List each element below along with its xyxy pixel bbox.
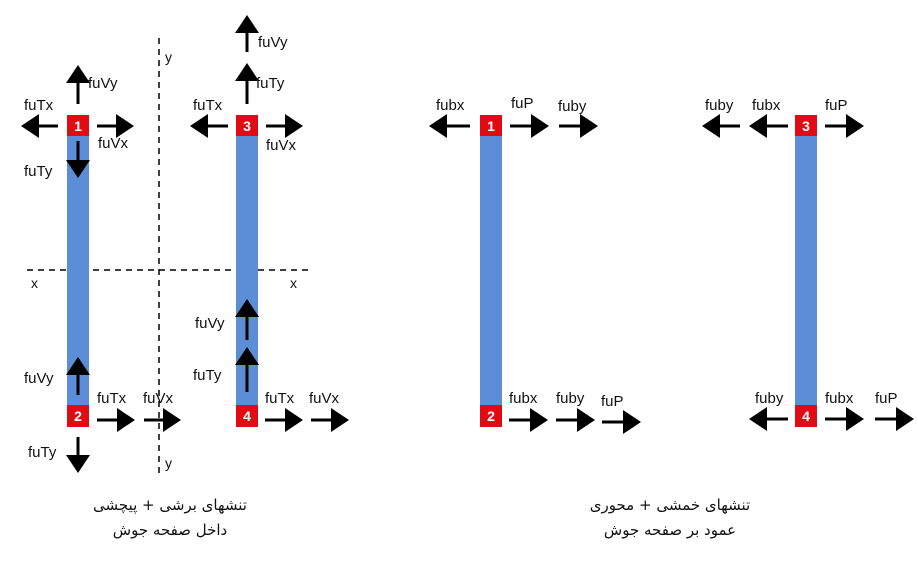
label: fuP (875, 390, 898, 407)
svg-text:3: 3 (802, 118, 810, 134)
label: fuVx (143, 390, 174, 407)
label: fubx (436, 97, 465, 114)
node-3: 3 (795, 115, 817, 136)
label: fubx (825, 390, 854, 407)
axis-label-x-right: x (290, 275, 297, 291)
label: fuby (705, 97, 734, 114)
label: fuP (601, 393, 624, 410)
svg-text:2: 2 (74, 408, 82, 424)
label: fuTx (24, 97, 54, 114)
node-4: 4 (236, 405, 258, 427)
label: fuVy (195, 315, 225, 332)
label: fuVy (24, 370, 54, 387)
axis-label-y-top: y (165, 49, 172, 65)
svg-text:3: 3 (243, 118, 251, 134)
label: fuTx (193, 97, 223, 114)
left-panel: y y x x 1 2 fuVy fuTx fuVx fuTy fuVy fuT… (21, 15, 349, 476)
weld-line-1-2 (480, 136, 502, 406)
label: fuTy (24, 163, 53, 180)
node-4: 4 (795, 405, 817, 427)
weld-line-3-4 (236, 136, 258, 406)
label: fuVx (309, 390, 340, 407)
weld-line-1-2 (67, 136, 89, 406)
left-caption-line1: تنشهای برشی + پیچشی (93, 496, 247, 514)
label: fuVy (88, 75, 118, 92)
label: fuVy (258, 34, 288, 51)
right-caption-line1: تنشهای خمشی + محوری (589, 496, 751, 514)
node-1: 1 (67, 115, 89, 136)
right-caption-line2: عمود بر صفحه جوش (603, 521, 737, 539)
left-caption: تنشهای برشی + پیچشی داخل صفحه جوش (60, 493, 280, 543)
label: fuTx (97, 390, 127, 407)
node-1: 1 (480, 115, 502, 136)
node-2: 2 (480, 405, 502, 427)
label: fubx (509, 390, 538, 407)
label: fuTy (256, 75, 285, 92)
label: fuby (755, 390, 784, 407)
weld-line-3-4 (795, 136, 817, 406)
left-caption-line2: داخل صفحه جوش (112, 521, 228, 539)
label: fuby (556, 390, 585, 407)
svg-text:4: 4 (243, 408, 251, 424)
node-3: 3 (236, 115, 258, 136)
label: fuTy (193, 367, 222, 384)
axis-label-y-bottom: y (165, 455, 172, 471)
label: fuVx (98, 135, 129, 152)
label: fubx (752, 97, 781, 114)
label: fuTy (28, 444, 57, 461)
svg-text:1: 1 (74, 118, 82, 134)
label: fuP (825, 97, 848, 114)
node-2: 2 (67, 405, 89, 427)
label: fuTx (265, 390, 295, 407)
svg-text:2: 2 (487, 408, 495, 424)
right-caption: تنشهای خمشی + محوری عمود بر صفحه جوش (560, 493, 780, 543)
label: fuVx (266, 137, 297, 154)
label: fuP (511, 95, 534, 112)
svg-text:1: 1 (487, 118, 495, 134)
label: fuby (558, 98, 587, 115)
right-panel: 1 2 fubx fuP fuby fubx fuby fuP 3 4 fuby… (429, 95, 914, 434)
axis-label-x-left: x (31, 275, 38, 291)
svg-text:4: 4 (802, 408, 810, 424)
